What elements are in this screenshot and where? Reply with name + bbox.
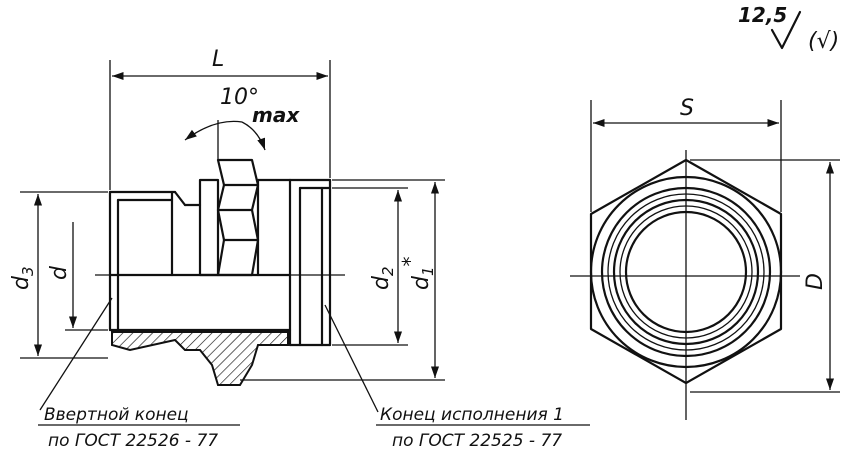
- roughness-symbol: 12,5 (√): [738, 3, 839, 54]
- left-note-line1: Ввертной конец: [44, 405, 189, 425]
- dim-d-label: d: [47, 265, 72, 280]
- dim-S-label: S: [680, 96, 694, 121]
- dim-L-label: L: [212, 47, 224, 72]
- dim-angle-suffix: max: [252, 103, 300, 127]
- dim-D-label: D: [803, 273, 828, 290]
- dimension-d: d: [47, 222, 108, 331]
- dimension-S: S: [590, 96, 782, 212]
- side-view: L 10° max d3 d: [9, 47, 445, 413]
- hex-collar: [198, 158, 292, 277]
- dimension-d1: d1*: [240, 179, 445, 381]
- dimension-angle: 10° max: [184, 85, 300, 160]
- right-leader: [324, 304, 379, 413]
- dimension-d2: d2: [332, 187, 408, 346]
- roughness-value: 12,5: [738, 3, 787, 27]
- left-leader: [39, 297, 113, 411]
- dimension-D: D: [690, 159, 840, 393]
- dim-d2-label: d2: [369, 266, 397, 290]
- end-view: S D: [570, 96, 840, 420]
- dimension-d3: d3: [9, 191, 108, 359]
- section-hatching: [111, 331, 289, 386]
- dim-angle-label: 10°: [220, 85, 259, 110]
- dim-d1-label: d1*: [398, 256, 437, 290]
- left-note-line2: по ГОСТ 22526 - 77: [48, 431, 218, 451]
- dim-d3-label: d3: [9, 266, 37, 290]
- dimension-L: L: [109, 47, 331, 190]
- check-mark-icon: [770, 10, 802, 50]
- notes: Ввертной конец по ГОСТ 22526 - 77 Конец …: [38, 405, 590, 451]
- right-end: [288, 178, 332, 347]
- right-note-line1: Конец исполнения 1: [380, 405, 564, 425]
- roughness-paren: (√): [808, 29, 839, 54]
- right-note-line2: по ГОСТ 22525 - 77: [392, 431, 562, 451]
